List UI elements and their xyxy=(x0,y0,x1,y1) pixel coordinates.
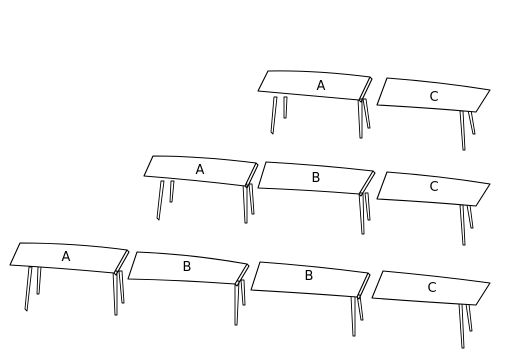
table-label: C xyxy=(429,90,438,105)
table-leg xyxy=(25,267,32,311)
table-leg xyxy=(284,97,287,118)
table-label: A xyxy=(62,250,71,265)
table-leg xyxy=(157,181,164,220)
table-b: B xyxy=(128,252,249,325)
table-label: A xyxy=(317,79,326,94)
table-leg xyxy=(243,184,247,223)
table-label: B xyxy=(312,171,321,186)
table-c: C xyxy=(377,78,490,150)
table-b: B xyxy=(258,162,375,234)
table-label: A xyxy=(196,163,205,178)
table-label: C xyxy=(427,281,436,296)
table-leg xyxy=(241,280,245,305)
row-2: A B C xyxy=(144,156,490,245)
table-label: B xyxy=(305,269,314,284)
table-c: C xyxy=(377,172,490,245)
table-label: B xyxy=(183,260,192,275)
table-label: C xyxy=(429,180,438,195)
table-leg xyxy=(365,193,370,220)
table-c: C xyxy=(372,271,490,348)
table-leg xyxy=(358,99,362,138)
table-a: A xyxy=(10,243,129,315)
table-leg xyxy=(170,181,174,202)
table-a: A xyxy=(258,71,372,138)
table-leg xyxy=(459,304,464,348)
table-leg xyxy=(37,267,41,294)
table-leg xyxy=(359,193,364,234)
table-leg xyxy=(460,111,465,150)
table-top xyxy=(258,71,370,100)
table-leg xyxy=(467,205,473,228)
table-leg xyxy=(357,295,363,320)
table-leg xyxy=(468,110,475,134)
row-3: A B B C xyxy=(10,243,490,348)
table-leg xyxy=(466,304,472,331)
table-leg xyxy=(460,205,465,245)
table-leg xyxy=(235,281,239,325)
table-leg xyxy=(113,271,117,315)
table-a: A xyxy=(144,156,258,223)
table-leg xyxy=(271,97,277,134)
table-leg xyxy=(363,99,370,128)
table-b: B xyxy=(251,262,370,336)
row-1: A C xyxy=(258,71,490,150)
table-leg xyxy=(351,296,355,336)
table-leg xyxy=(249,184,254,214)
table-leg xyxy=(119,271,124,303)
